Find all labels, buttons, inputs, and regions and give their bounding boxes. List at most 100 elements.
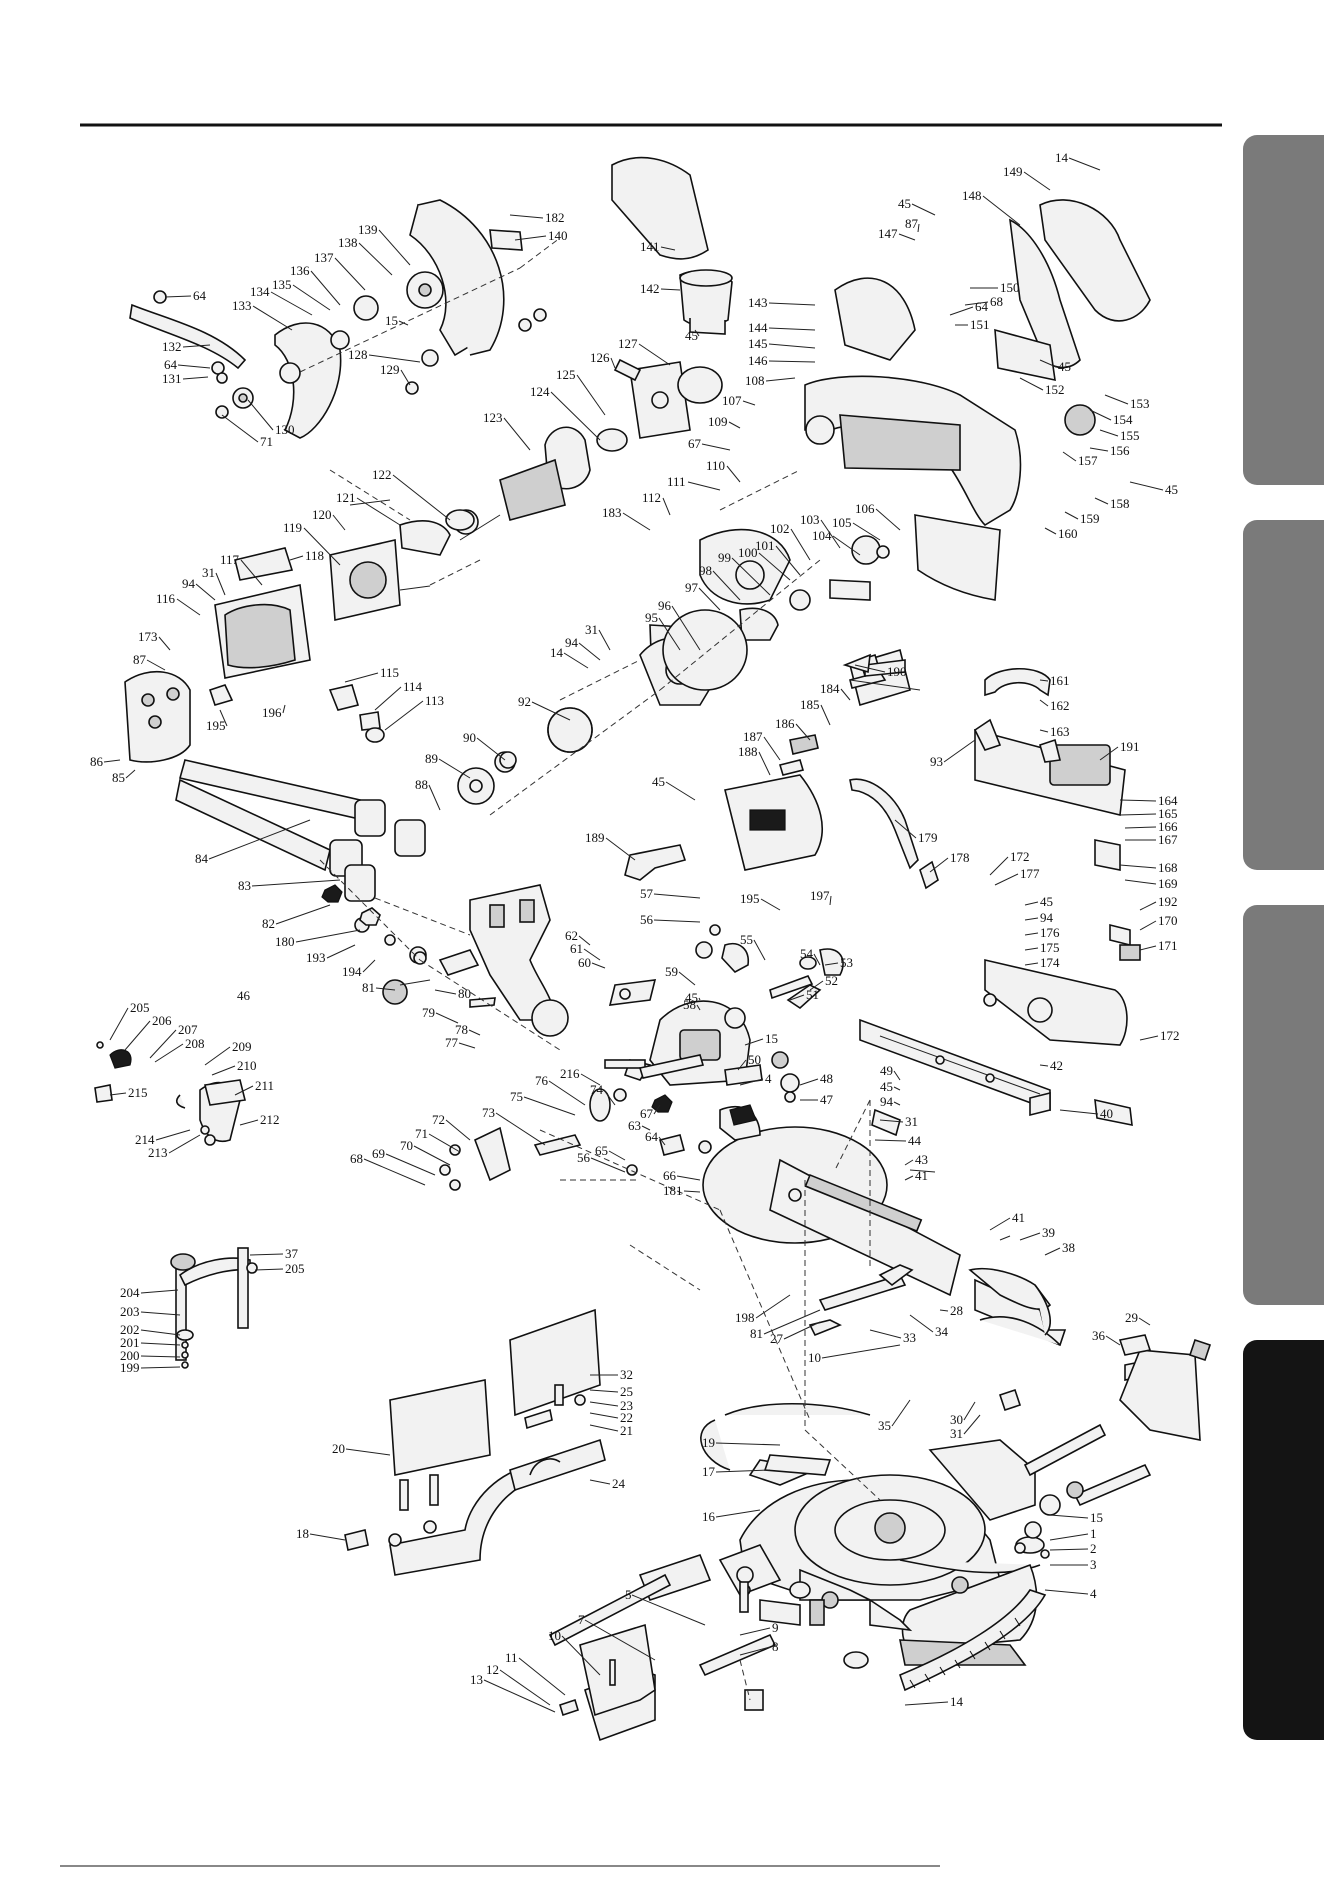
callout-leader: [215, 572, 226, 596]
part-callout-label: 27: [770, 1331, 784, 1346]
part-callout-label: 42: [1050, 1058, 1063, 1073]
section-tab-2: [1243, 520, 1324, 870]
callout-leader: [590, 1157, 626, 1173]
callout-leader: [790, 528, 811, 561]
blade-flange-group: [499, 707, 593, 769]
part-callout-label: 14: [1055, 150, 1069, 165]
part-callout-label: 118: [305, 548, 324, 563]
hold-down-clamp-group: [170, 1247, 258, 1369]
callout-leader: [964, 301, 989, 306]
fence-plate-group: [859, 1018, 1051, 1117]
callout-leader: [1062, 451, 1077, 462]
callout-leader: [182, 344, 211, 348]
part-callout-label: 124: [530, 384, 550, 399]
callout-leader: [1105, 1335, 1121, 1346]
part-callout-label: 53: [840, 955, 853, 970]
callout-leader: [1124, 879, 1157, 885]
part-callout-label: 125: [556, 367, 576, 382]
pivot-assembly-group: [608, 924, 844, 1086]
laser-guide-group: [94, 1041, 246, 1146]
callout-leader: [182, 376, 209, 380]
callout-leader: [309, 1533, 346, 1541]
part-callout-label: 8: [772, 1639, 779, 1654]
part-callout-label: 116: [156, 591, 176, 606]
callout-leader: [458, 1042, 476, 1049]
callout-leader: [775, 545, 801, 576]
part-callout-label: 155: [1120, 428, 1140, 443]
callout-leader: [744, 1038, 764, 1046]
callout-leader: [358, 242, 393, 276]
callout-leader: [893, 1101, 901, 1106]
callout-leader: [445, 1119, 471, 1141]
part-callout-label: 5: [625, 1587, 632, 1602]
part-callout-label: 82: [262, 916, 275, 931]
callout-leader: [917, 223, 920, 233]
bevel-lock-group: [439, 1054, 712, 1191]
callout-leader: [963, 1401, 976, 1421]
gear-case-group: [457, 609, 748, 805]
callout-leader: [345, 1448, 391, 1456]
callout-leader: [514, 235, 547, 241]
callout-leader: [275, 904, 331, 925]
part-callout-label: 146: [748, 353, 768, 368]
callout-leader: [438, 758, 471, 779]
callout-leader: [893, 1070, 901, 1081]
callout-leader: [662, 497, 671, 516]
part-callout-label: 60: [578, 955, 591, 970]
part-callout-label: 172: [1160, 1028, 1180, 1043]
callout-leader: [854, 664, 886, 673]
part-callout-label: 196: [262, 705, 282, 720]
part-callout-label: 178: [950, 850, 970, 865]
part-callout-label: 194: [342, 964, 362, 979]
callout-leader: [326, 944, 356, 959]
part-callout-label: 181: [663, 1183, 683, 1198]
callout-leader: [363, 1158, 426, 1186]
callout-leader: [603, 1089, 616, 1106]
part-callout-label: 207: [178, 1022, 198, 1037]
callout-leader: [495, 1112, 546, 1146]
part-callout-label: 32: [620, 1367, 633, 1382]
callout-leader: [665, 781, 696, 801]
shafts-group: [808, 1264, 1212, 1554]
callout-leader: [783, 1321, 821, 1340]
callout-leader: [698, 997, 701, 1001]
callout-leader: [221, 414, 259, 443]
part-callout-label: 144: [748, 320, 768, 335]
part-callout-label: 138: [338, 235, 358, 250]
part-callout-label: 87: [905, 216, 919, 231]
callout-leader: [164, 295, 192, 298]
part-callout-label: 94: [182, 576, 196, 591]
assembly-lines: [299, 237, 881, 1701]
part-callout-label: 24: [612, 1476, 626, 1491]
callout-leader: [1064, 511, 1079, 520]
blade-guard-group: [129, 199, 547, 439]
part-callout-label: 81: [750, 1326, 763, 1341]
part-callout-label: 64: [193, 288, 207, 303]
part-callout-label: 208: [185, 1036, 205, 1051]
callout-leader: [605, 837, 636, 861]
part-callout-label: 3: [1090, 1557, 1097, 1572]
callout-leader: [852, 522, 881, 541]
part-callout-label: 108: [745, 373, 765, 388]
callout-leader: [195, 583, 216, 601]
part-callout-label: 39: [1042, 1225, 1055, 1240]
callout-leader: [375, 987, 396, 991]
part-callout-label: 33: [903, 1330, 916, 1345]
part-callout-label: 200: [120, 1348, 140, 1363]
callout-leader: [435, 1012, 459, 1024]
callout-leader: [610, 357, 616, 369]
callout-leader: [1129, 481, 1164, 491]
callout-leader: [982, 195, 1021, 226]
callout-leader: [428, 784, 441, 811]
part-callout-label: 89: [425, 751, 438, 766]
callout-leader: [683, 1190, 701, 1193]
part-callout-label: 114: [403, 679, 423, 694]
part-callout-label: 113: [425, 693, 444, 708]
part-callout-label: 122: [372, 467, 392, 482]
part-callout-label: 183: [602, 505, 622, 520]
callout-leader: [1119, 799, 1157, 802]
callout-leader: [589, 1479, 611, 1485]
callout-leader: [1089, 409, 1112, 421]
callout-leader: [755, 1294, 791, 1319]
part-callout-label: 40: [1100, 1106, 1113, 1121]
